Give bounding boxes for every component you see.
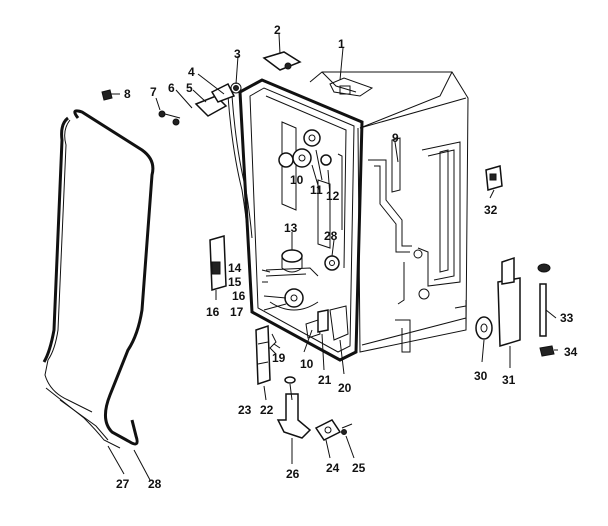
label-16-left: 16 (206, 305, 220, 319)
label-30: 30 (474, 369, 488, 383)
panel-part-31 (497, 256, 521, 347)
label-22: 22 (260, 403, 274, 417)
label-1: 1 (338, 37, 345, 51)
spring-part-19 (269, 333, 277, 355)
clip-part-34 (539, 345, 555, 357)
label-7: 7 (150, 85, 157, 99)
nut-part-top-right (537, 263, 551, 273)
label-28-lower: 28 (148, 477, 162, 491)
screw-part-25 (341, 423, 353, 435)
label-20: 20 (338, 381, 352, 395)
label-16-center: 16 (232, 289, 246, 303)
bracket-part-2 (262, 51, 302, 71)
screw-part-7 (158, 110, 181, 126)
label-4: 4 (188, 65, 195, 79)
part-labels: 1 2 3 4 5 6 7 8 9 10 11 12 13 28 14 15 1… (116, 23, 578, 491)
label-2: 2 (274, 23, 281, 37)
fitting-part-21 (317, 309, 329, 333)
label-34: 34 (564, 345, 578, 359)
label-14: 14 (228, 261, 242, 275)
roller-part-24 (314, 419, 342, 441)
pin-part-3 (230, 82, 242, 94)
door-gasket (42, 109, 155, 449)
tub-assembly (227, 71, 469, 362)
leader-lines (107, 33, 558, 481)
label-8: 8 (124, 87, 131, 101)
label-27: 27 (116, 477, 130, 491)
label-9: 9 (392, 131, 399, 145)
label-26: 26 (286, 467, 300, 481)
label-21: 21 (318, 373, 332, 387)
label-5: 5 (186, 81, 193, 95)
label-24: 24 (326, 461, 340, 475)
label-17: 17 (230, 305, 244, 319)
label-15: 15 (228, 275, 242, 289)
label-33: 33 (560, 311, 574, 325)
label-11: 11 (310, 183, 323, 197)
latch-part-16-left (209, 235, 227, 291)
label-32: 32 (484, 203, 498, 217)
bracket-part-26 (276, 393, 312, 439)
label-10-lower: 10 (300, 357, 314, 371)
hinge-part-23 (255, 324, 271, 386)
label-28-upper: 28 (324, 229, 338, 243)
label-10-upper: 10 (290, 173, 304, 187)
label-31: 31 (502, 373, 516, 387)
washer-part-22 (284, 376, 296, 384)
label-19: 19 (272, 351, 286, 365)
grommet-part-30 (475, 316, 493, 340)
clip-part-8 (101, 89, 113, 101)
label-23: 23 (238, 403, 252, 417)
label-12: 12 (326, 189, 340, 203)
rod-part-33 (539, 283, 547, 337)
label-3: 3 (234, 47, 241, 61)
label-13: 13 (284, 221, 298, 235)
latch-part-32 (485, 165, 503, 191)
label-25: 25 (352, 461, 366, 475)
label-6: 6 (168, 81, 175, 95)
